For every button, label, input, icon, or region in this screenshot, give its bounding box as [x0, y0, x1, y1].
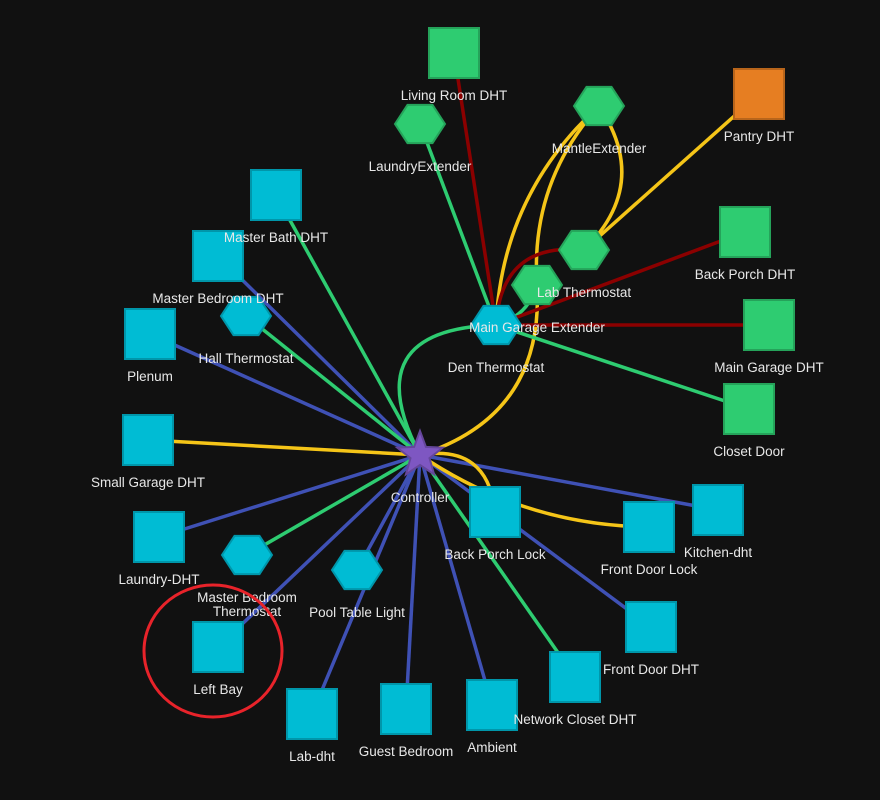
highlight-circle — [142, 583, 284, 719]
node-guest_bedroom[interactable] — [380, 683, 432, 735]
node-label-laundry_extender: LaundryExtender — [369, 159, 472, 174]
node-pantry_dht[interactable] — [733, 68, 785, 120]
node-laundry_extender[interactable] — [393, 103, 447, 145]
edge-controller-front_door_dht — [418, 453, 653, 629]
node-label-master_bedroom_dht: Master Bedroom DHT — [152, 291, 283, 306]
node-network_closet_dht[interactable] — [549, 651, 601, 703]
node-left_bay[interactable] — [192, 621, 244, 673]
edge-controller-master_bedroom_dht — [216, 254, 422, 457]
node-master_bath_dht[interactable] — [250, 169, 302, 221]
node-den_thermostat[interactable] — [469, 304, 523, 346]
node-lab_dht[interactable] — [286, 688, 338, 740]
edge-controller-laundry_dht — [158, 453, 421, 539]
node-label-front_door_dht: Front Door DHT — [603, 662, 699, 677]
node-label-network_closet_dht: Network Closet DHT — [513, 712, 636, 727]
edge-living_room_dht-den_thermostat — [452, 52, 498, 326]
node-front_door_lock[interactable] — [623, 501, 675, 553]
node-label-back_porch_lock: Back Porch Lock — [444, 547, 546, 562]
node-lab_thermostat[interactable] — [557, 229, 611, 271]
node-front_door_dht[interactable] — [625, 601, 677, 653]
node-label-pool_table_light: Pool Table Light — [309, 605, 405, 620]
edge-laundry_extender-den_thermostat — [418, 123, 498, 326]
node-main_garage_extender[interactable] — [510, 264, 564, 306]
edge-mantle_extender-den_thermostat — [494, 104, 601, 326]
edge-controller-small_garage_dht — [147, 438, 421, 457]
edge-controller-master_bedroom_thermostat — [246, 453, 421, 557]
edge-controller-ambient — [418, 454, 494, 706]
node-label-lab_thermostat: Lab Thermostat — [537, 285, 632, 300]
node-label-den_thermostat: Den Thermostat — [448, 360, 545, 375]
node-label-guest_bedroom: Guest Bedroom — [359, 744, 454, 759]
node-laundry_dht[interactable] — [133, 511, 185, 563]
node-ambient[interactable] — [466, 679, 518, 731]
edge-controller-master_bath_dht — [274, 194, 422, 456]
node-label-back_porch_dht: Back Porch DHT — [695, 267, 796, 282]
node-small_garage_dht[interactable] — [122, 414, 174, 466]
node-label-main_garage_dht: Main Garage DHT — [714, 360, 824, 375]
node-living_room_dht[interactable] — [428, 27, 480, 79]
node-closet_door[interactable] — [723, 383, 775, 435]
edge-back_porch_dht-den_thermostat — [495, 230, 746, 327]
edge-controller-hall_thermostat — [244, 314, 422, 457]
node-label-kitchen_dht: Kitchen-dht — [684, 545, 753, 560]
node-label-closet_door: Closet Door — [713, 444, 785, 459]
edge-controller-guest_bedroom — [404, 454, 422, 710]
node-master_bedroom_dht[interactable] — [192, 230, 244, 282]
edge-mantle_extender-main_garage_extender — [534, 104, 601, 286]
node-label-plenum: Plenum — [127, 369, 173, 384]
node-label-lab_dht: Lab-dht — [289, 749, 335, 764]
edge-controller-front_door_lock — [419, 453, 650, 529]
node-plenum[interactable] — [124, 308, 176, 360]
edge-controller-left_bay — [216, 453, 422, 649]
labels-layer: Controller Living Room DHT LaundryExtender… — [91, 88, 824, 764]
node-label-main_garage_extender: Main Garage Extender — [469, 320, 605, 335]
node-back_porch_dht[interactable] — [719, 206, 771, 258]
node-label-controller: Controller — [391, 490, 450, 505]
node-back_porch_lock[interactable] — [469, 486, 521, 538]
edge-mantle_extender-lab_thermostat — [582, 105, 624, 252]
node-label-living_room_dht: Living Room DHT — [401, 88, 508, 103]
edge-den_thermostat-closet_door — [495, 323, 750, 411]
node-controller[interactable] — [394, 428, 446, 477]
node-label-master_bath_dht: Master Bath DHT — [224, 230, 328, 245]
edge-controller-plenum — [149, 332, 421, 457]
node-label-hall_thermostat: Hall Thermostat — [198, 351, 293, 366]
node-mantle_extender[interactable] — [572, 85, 626, 127]
node-pool_table_light[interactable] — [330, 549, 384, 591]
node-label-small_garage_dht: Small Garage DHT — [91, 475, 205, 490]
node-kitchen_dht[interactable] — [692, 484, 744, 536]
node-master_bedroom_thermostat[interactable] — [220, 534, 274, 576]
edge-controller-kitchen_dht — [419, 453, 719, 512]
node-label-ambient: Ambient — [467, 740, 517, 755]
edge-controller-den_thermostat — [397, 323, 497, 456]
node-label-master_bedroom_thermostat: Master Bedroom — [197, 590, 297, 605]
edge-pantry_dht-lab_thermostat — [582, 92, 761, 252]
nodes-layer — [122, 27, 795, 740]
node-hall_thermostat[interactable] — [219, 295, 273, 337]
node-label-mantle_extender: MantleExtender — [552, 141, 647, 156]
node-main_garage_dht[interactable] — [743, 299, 795, 351]
node-label-pantry_dht: Pantry DHT — [724, 129, 795, 144]
node-label-laundry_dht: Laundry-DHT — [118, 572, 199, 587]
node-label-left_bay: Left Bay — [193, 682, 243, 697]
edge-controller-main_garage_extender — [419, 284, 540, 457]
node-label-front_door_lock: Front Door Lock — [601, 562, 698, 577]
edge-controller-network_closet_dht — [418, 453, 577, 679]
